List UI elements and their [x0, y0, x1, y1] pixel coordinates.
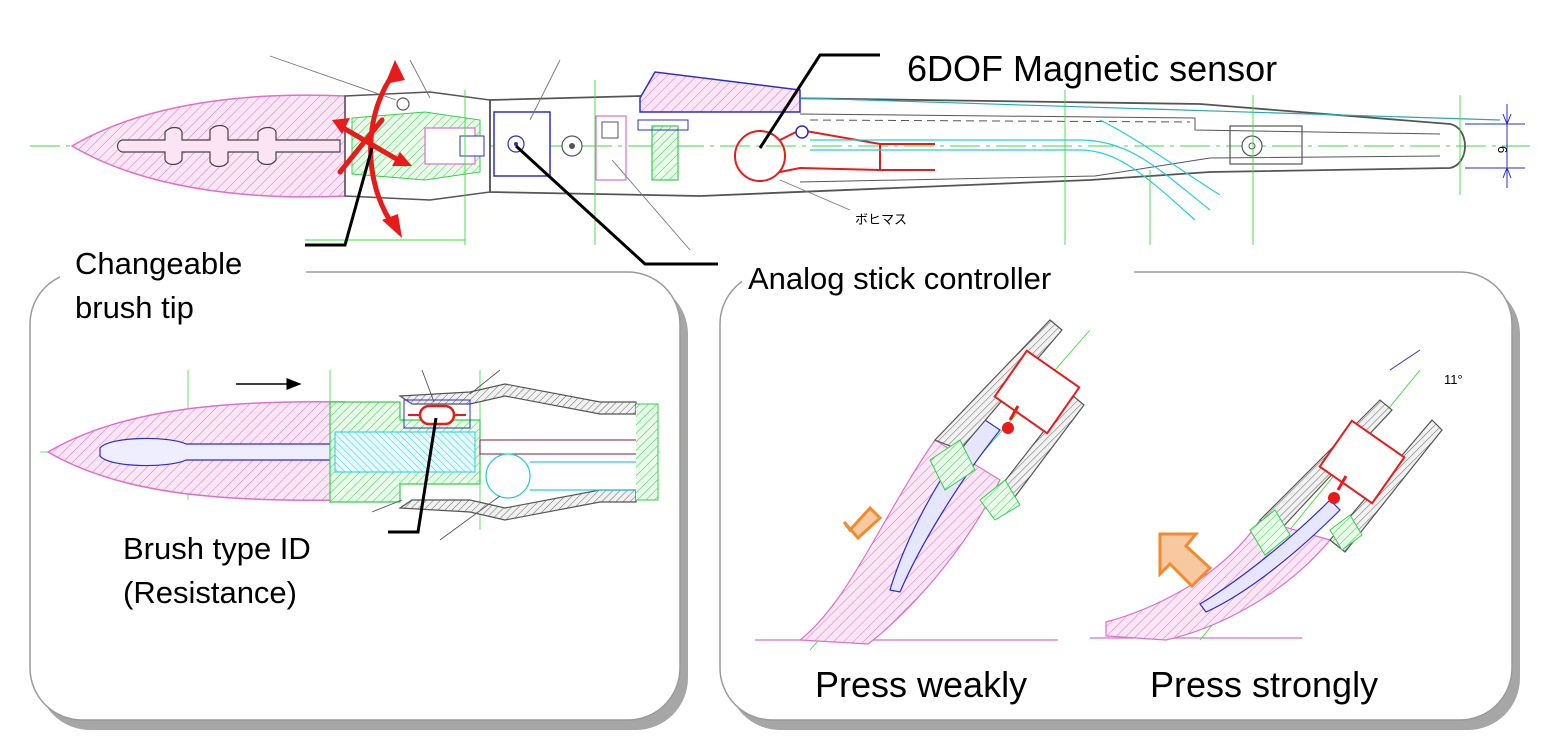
screw-1-inner: [569, 143, 575, 149]
shaft-large: [479, 439, 659, 455]
analog-stick-label: Analog stick controller: [748, 261, 1051, 296]
magnetic-sensor-arm: [779, 128, 935, 173]
pen-body-inner: [799, 113, 1441, 183]
switch-green: [651, 125, 679, 181]
pivot-top: [396, 97, 410, 111]
brush-weak-core: [889, 419, 1001, 593]
brush-weak-green: [929, 439, 1021, 521]
resistor-frame: [403, 399, 471, 429]
stick-box-strong: [1318, 419, 1406, 505]
panel-left-leaders: [371, 369, 501, 541]
pressure-panel: Analog stick controller 1: [719, 261, 1520, 730]
resistor-large: [418, 404, 456, 426]
press-weakly-label: Press weakly: [815, 664, 1027, 705]
pressure-panel-box: [719, 271, 1513, 721]
body-dashed-line: [809, 119, 1191, 123]
magnetic-sensor-callout: [758, 53, 880, 149]
switch-pink: [595, 115, 627, 181]
cable-cyan: [810, 119, 1221, 221]
brush-type-label-2: (Resistance): [123, 575, 297, 610]
switch-frame: [637, 119, 689, 131]
dimension-label: 6: [1495, 146, 1510, 153]
magnetic-sensor-circle: [734, 130, 786, 182]
rotation-arrowheads: [332, 60, 412, 238]
press-strongly-label: Press strongly: [1150, 664, 1378, 705]
tail-green-large: [636, 403, 659, 501]
press-strong-arrow-icon: [1158, 532, 1213, 589]
resistor-top: [459, 135, 485, 157]
brush-tip-panel: Changeable brush tip Brush type ID (Resi…: [29, 246, 688, 730]
angle-label: 11°: [1444, 372, 1463, 387]
leader-lines-thin: [269, 55, 851, 251]
analog-stick-callout: [514, 144, 718, 266]
rear-screw-inner: [1248, 142, 1256, 150]
switch-pink-inner: [601, 121, 619, 139]
nozzle-core-large: [334, 431, 476, 473]
brush-press-weak: [798, 319, 1091, 651]
press-weak-arrow-icon: [842, 505, 883, 541]
magnetic-sensor-label: 6DOF Magnetic sensor: [907, 48, 1277, 89]
rear-screw: [1241, 135, 1263, 157]
sensor-pivot: [795, 125, 809, 139]
analog-stick-block: [493, 111, 551, 177]
ball-joint-large: [485, 453, 531, 499]
brush-tip-label-1: Changeable: [75, 246, 242, 281]
dimension-marker: [1465, 104, 1525, 188]
rear-slot: [1229, 125, 1303, 165]
analog-stick-center: [507, 135, 525, 153]
pen-body-outline: [489, 95, 1466, 197]
top-cover: [639, 71, 801, 113]
device-cross-section: ボヒマス 6 6DOF Magnetic sensor: [30, 48, 1530, 266]
brush-type-callout: [388, 417, 438, 534]
brush-strong-core: [1199, 499, 1341, 613]
katakana-note: ボヒマス: [855, 212, 907, 227]
brush-press-strong: 11°: [1105, 349, 1463, 641]
stick-box-weak: [993, 349, 1081, 435]
brush-tip-label-2: brush tip: [75, 290, 194, 325]
brush-type-label-1: Brush type ID: [123, 531, 311, 566]
rotation-arrows-icon: [337, 69, 408, 231]
cover-line: [799, 97, 1501, 121]
brush-strong-green: [1249, 509, 1363, 556]
brush-tip-callout: [305, 147, 374, 247]
brush-core-top: [116, 124, 341, 168]
